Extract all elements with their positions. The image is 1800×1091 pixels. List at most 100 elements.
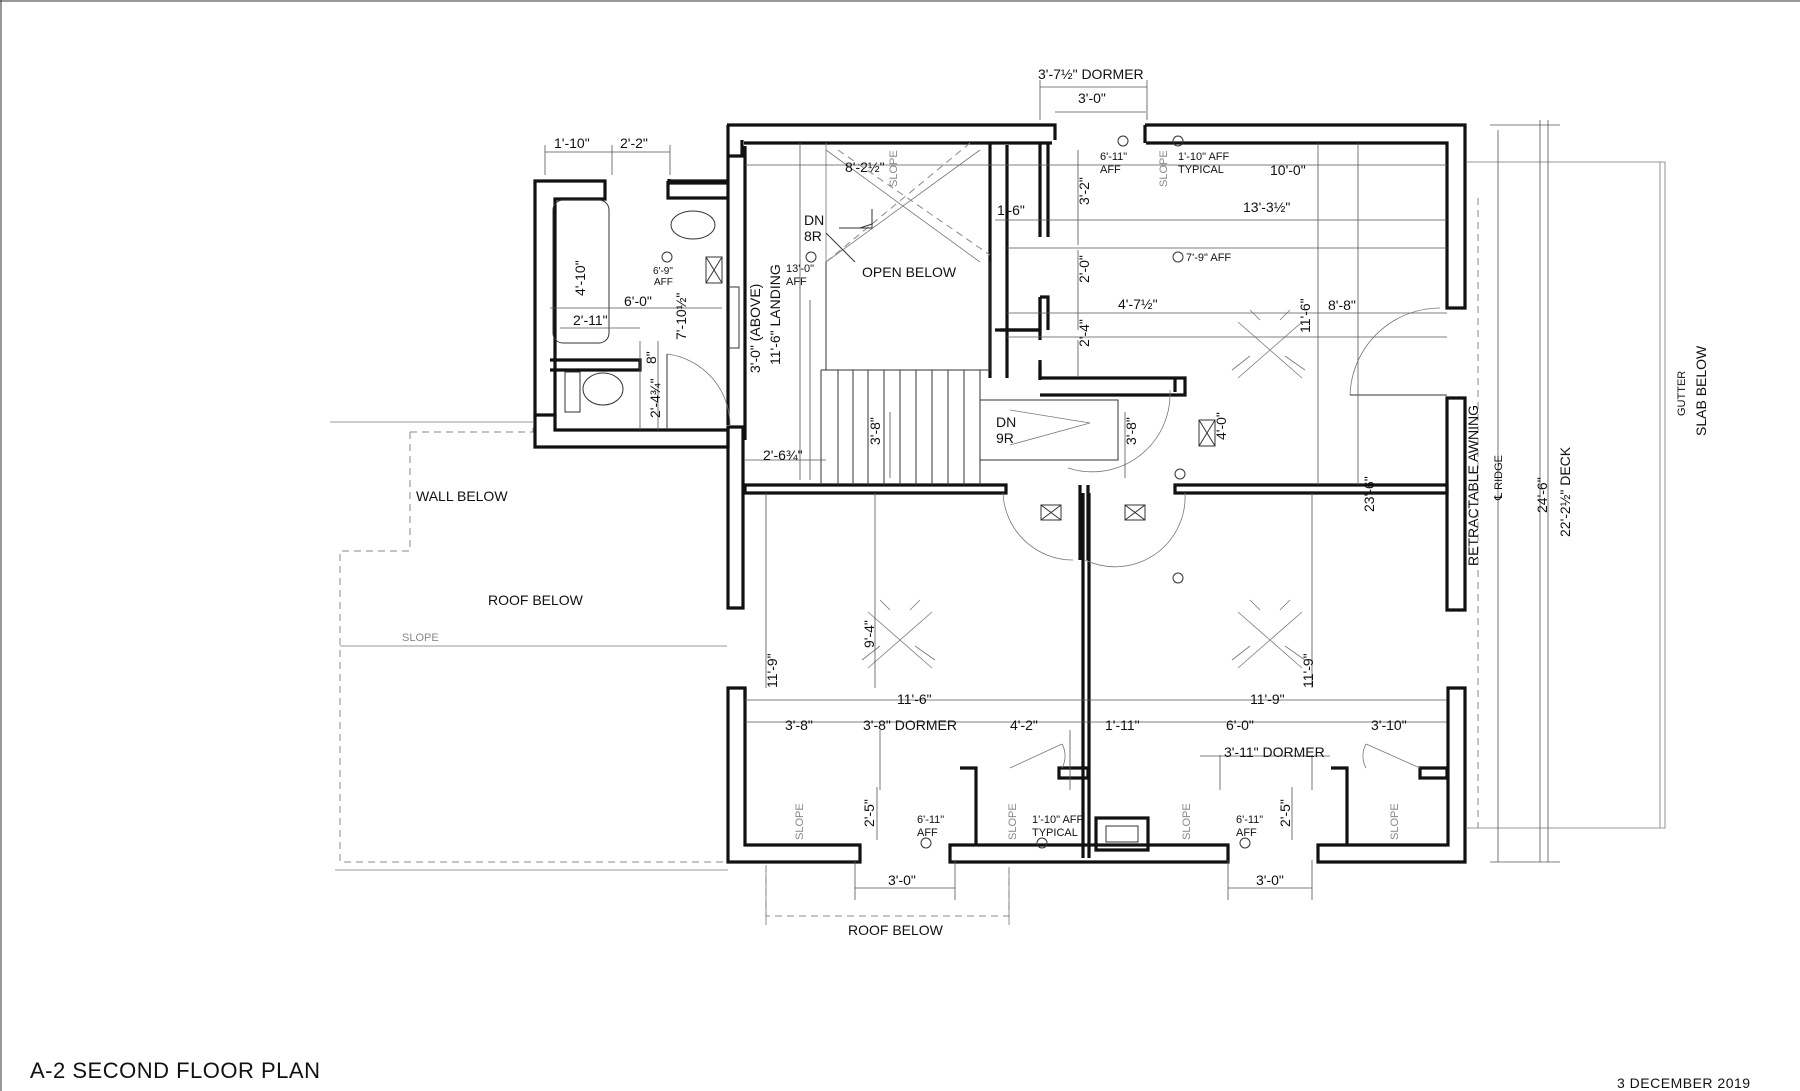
dim-label: 2'-4" (1076, 319, 1092, 347)
aff-label: AFF (1100, 164, 1121, 176)
slope-label: SLOPE (402, 632, 439, 644)
dim-label: 9'-4" (861, 620, 877, 648)
aff-label: 6'-11" (917, 814, 944, 826)
aff-label: 1'-10" AFF (1178, 151, 1230, 163)
dim-label: 6'-0" (1226, 717, 1254, 733)
bathtub (552, 199, 610, 344)
dormer-label: 3'-8" DORMER (863, 717, 957, 733)
dim-label: 24'-6" (1534, 477, 1550, 513)
dim-label: 10'-0" (1270, 162, 1306, 178)
annotations: 3'-7½" DORMER 3'-0" 1'-10" 2'-2" 8'-2½" … (402, 66, 1709, 938)
dim-label: 2'-5" (861, 799, 877, 827)
roof-below-label: ROOF BELOW (848, 922, 944, 938)
dim-label: 8" (643, 351, 659, 364)
slope-label: SLOPE (1389, 803, 1401, 840)
dim-label: 3'-0" (ABOVE) (747, 284, 763, 373)
light-icon (920, 837, 932, 849)
dim-label: 11'-6" (1297, 298, 1313, 333)
dim-label: 3'-8" (1123, 417, 1139, 445)
light-icon (1172, 135, 1184, 147)
light-icon (1036, 837, 1048, 849)
dim-label: 3'-0" (1256, 872, 1284, 888)
dormer-top-label: 3'-7½" DORMER (1038, 66, 1144, 82)
dim-label: 3'-0" (1078, 90, 1106, 106)
roof-below-label: ROOF BELOW (488, 592, 584, 608)
dim-label: 11'-6" (897, 691, 932, 707)
gutter-label: GUTTER (1676, 371, 1688, 416)
dim-label: 3'-0" (888, 872, 916, 888)
stair-dn-label: DN (804, 212, 824, 228)
aff-label: 7'-9" AFF (1186, 252, 1231, 264)
typical-label: TYPICAL (1178, 164, 1224, 176)
stair-riser-label: 8R (804, 228, 822, 244)
dim-label: 1'-6" (997, 202, 1025, 218)
wall-below-label: WALL BELOW (416, 488, 508, 504)
dim-label: 7'-10½" (673, 293, 689, 340)
dim-label: 11'-9" (1250, 691, 1285, 707)
light-icon (1117, 135, 1129, 147)
aff-label: AFF (654, 277, 673, 288)
aff-label: 13'-0" (786, 263, 814, 275)
light-icon (1172, 251, 1184, 263)
dim-label: 8'-8" (1328, 297, 1356, 313)
slope-label: SLOPE (1158, 150, 1170, 187)
vent-icon (1040, 504, 1062, 521)
toilet (582, 372, 624, 406)
dim-label: 3'-8" (867, 417, 883, 445)
deck-label: 22'-2½" DECK (1557, 446, 1573, 537)
dim-label: 4'-7½" (1118, 296, 1158, 312)
ceiling-fan-icon (1231, 599, 1306, 669)
dim-label: 13'-3½" (1243, 199, 1290, 215)
dormer-label: 3'-11" DORMER (1224, 744, 1325, 760)
slab-below-label: SLAB BELOW (1693, 345, 1709, 436)
stair-riser-label: 9R (996, 430, 1014, 446)
aff-label: AFF (786, 276, 807, 288)
light-icon (661, 251, 673, 263)
dim-label: 3'-10" (1371, 717, 1407, 733)
awning-label: RETRACTABLE AWNING (1465, 405, 1481, 566)
aff-label: 1'-10" AFF (1032, 814, 1084, 826)
slope-label: SLOPE (1007, 803, 1019, 840)
typical-label: TYPICAL (1032, 827, 1078, 839)
light-icon (1172, 572, 1184, 584)
aff-label: 6'-9" (653, 266, 673, 277)
aff-label: AFF (1236, 827, 1257, 839)
dim-label: 3'-8" (785, 717, 813, 733)
dim-label: 4'-0" (1213, 412, 1229, 440)
dim-label: 6'-0" (624, 293, 652, 309)
ceiling-fan-icon (1231, 309, 1306, 379)
dim-label: 2'-0" (1076, 255, 1092, 283)
sink (670, 210, 716, 240)
dim-label: 2'-5" (1277, 799, 1293, 827)
aff-label: 6'-11" (1236, 814, 1263, 826)
slope-label: SLOPE (794, 803, 806, 840)
ridge-label: ℄ RIDGE (1493, 455, 1505, 501)
dim-label: 4'-10" (572, 260, 588, 296)
stairs (820, 142, 1119, 485)
dimension-lines (544, 80, 1560, 900)
sheet-title: A-2 SECOND FLOOR PLAN (30, 1058, 321, 1083)
door-swings (666, 307, 1447, 769)
dim-label: 4'-2" (1010, 717, 1038, 733)
dim-label: 1'-10" (554, 135, 590, 151)
dim-label: 1'-11" (1105, 717, 1140, 733)
light-icon (805, 251, 817, 263)
ceiling-fan-icon (861, 599, 936, 669)
slope-label: SLOPE (1181, 803, 1193, 840)
interior-walls (743, 143, 1449, 858)
dim-label: 8'-2½" (845, 159, 885, 175)
fixtures (552, 135, 1306, 849)
light-icon (1174, 468, 1186, 480)
slope-label: SLOPE (888, 150, 900, 187)
dim-label: 23'-6" (1361, 476, 1377, 512)
dim-label: 3'-2" (1076, 177, 1092, 205)
light-icon (1239, 837, 1251, 849)
landing-label: 11'-6" LANDING (767, 264, 783, 365)
aff-label: 6'-11" (1100, 151, 1127, 163)
stair-dn-label: DN (996, 414, 1016, 430)
dim-label: 11'-9" (764, 653, 780, 688)
aff-label: AFF (917, 827, 938, 839)
dim-label: 2'-11" (573, 312, 608, 328)
vent-icon (1198, 419, 1216, 447)
